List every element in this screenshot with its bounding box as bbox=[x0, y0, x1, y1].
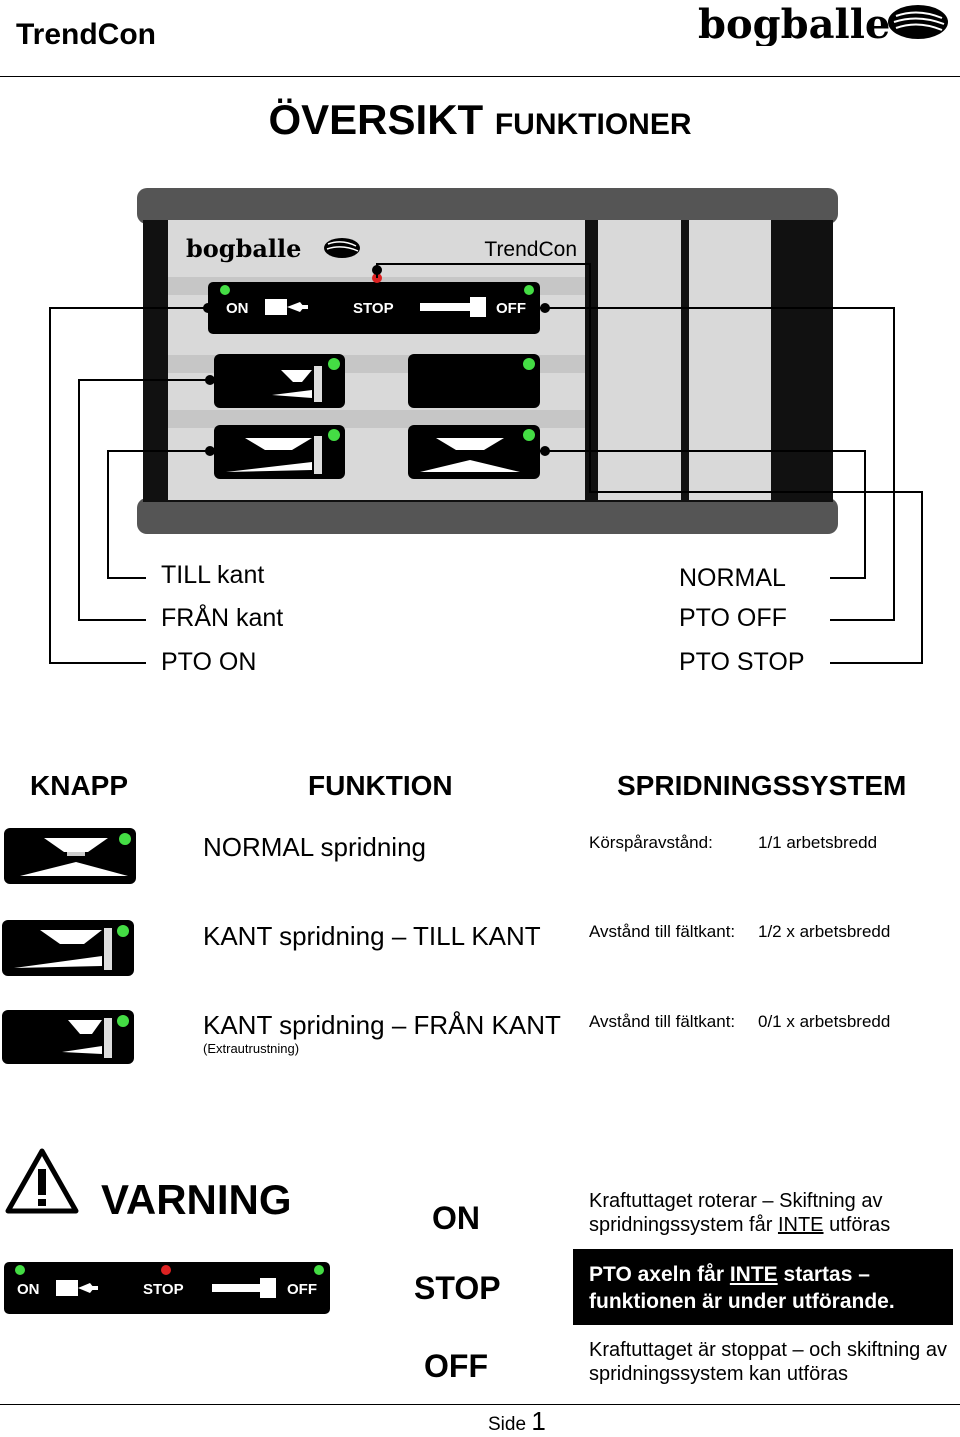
callout-till-kant: TILL kant bbox=[161, 561, 265, 589]
pto-stop-label: STOP bbox=[353, 300, 394, 317]
brand-logo-text: bogballe bbox=[698, 2, 890, 46]
footer-rule bbox=[0, 1404, 960, 1405]
row-button-normal bbox=[4, 828, 136, 884]
page-title-main: ÖVERSIKT bbox=[268, 96, 484, 143]
shaft-off-icon bbox=[420, 297, 486, 317]
state-on: ON bbox=[432, 1200, 480, 1236]
row-button-till-kant bbox=[2, 920, 134, 976]
panel-model: TrendCon bbox=[484, 238, 577, 261]
led-green-icon bbox=[220, 285, 230, 295]
row-system-label-normal: Körspåravstånd: bbox=[589, 833, 713, 852]
row-system-label-fran-kant: Avstånd till fältkant: bbox=[589, 1012, 736, 1031]
row-system-value-fran-kant: 0/1 x arbetsbredd bbox=[758, 1012, 891, 1031]
shaft-off-icon bbox=[212, 1278, 276, 1298]
panel-button-till-kant[interactable] bbox=[214, 425, 345, 479]
state-off: OFF bbox=[424, 1348, 488, 1384]
warning-pto-switch: ON STOP OFF bbox=[4, 1260, 332, 1316]
row-button-fran-kant bbox=[2, 1010, 134, 1064]
row-system-value-till-kant: 1/2 x arbetsbredd bbox=[758, 922, 891, 941]
col-header-knapp: KNAPP bbox=[30, 770, 129, 801]
panel-button-normal[interactable] bbox=[408, 425, 540, 479]
header-rule bbox=[0, 76, 960, 77]
brand-logo: bogballe bbox=[696, 2, 952, 46]
msg-on: Kraftuttaget roterar – Skiftning av spri… bbox=[589, 1190, 891, 1236]
warning-pto-stop-label: STOP bbox=[143, 1281, 184, 1298]
warning-title: VARNING bbox=[101, 1176, 292, 1223]
warning-pto-off-label: OFF bbox=[287, 1281, 317, 1298]
brand-swoosh-icon bbox=[888, 5, 948, 39]
callout-pto-off: PTO OFF bbox=[679, 604, 787, 632]
page-title: ÖVERSIKT FUNKTIONER bbox=[0, 96, 960, 144]
row-system-value-normal: 1/1 arbetsbredd bbox=[758, 833, 878, 852]
control-panel-diagram: bogballe TrendCon ON STOP OFF bbox=[0, 180, 960, 690]
panel-pto-switch[interactable]: ON STOP OFF bbox=[208, 273, 540, 334]
rotating-shaft-icon bbox=[56, 1280, 98, 1296]
rotating-shaft-icon bbox=[265, 299, 308, 315]
row-function-normal: NORMAL spridning bbox=[203, 832, 427, 862]
page-title-sub: FUNKTIONER bbox=[494, 108, 692, 141]
col-header-spridningssystem: SPRIDNINGSSYSTEM bbox=[617, 770, 907, 801]
row-system-label-till-kant: Avstånd till fältkant: bbox=[589, 922, 736, 941]
panel-button-fran-kant[interactable] bbox=[214, 354, 345, 408]
pto-off-label: OFF bbox=[496, 300, 526, 317]
panel-brand: bogballe bbox=[186, 234, 301, 263]
warning-icon bbox=[4, 1147, 80, 1215]
callout-fran-kant: FRÅN kant bbox=[161, 604, 284, 632]
panel-button-empty[interactable] bbox=[408, 354, 540, 408]
callout-pto-stop: PTO STOP bbox=[679, 648, 805, 676]
row-function-fran-kant: KANT spridning – FRÅN KANT bbox=[203, 1010, 561, 1040]
row-note-fran-kant: (Extrautrustning) bbox=[203, 1041, 300, 1056]
pto-on-label: ON bbox=[226, 300, 249, 317]
header-title: TrendCon bbox=[16, 18, 156, 51]
msg-off: Kraftuttaget är stoppat – och skiftning … bbox=[589, 1339, 947, 1385]
warning-pto-on-label: ON bbox=[17, 1281, 40, 1298]
led-green-icon bbox=[524, 285, 534, 295]
page-number: Side 1 bbox=[488, 1406, 546, 1436]
row-function-till-kant: KANT spridning – TILL KANT bbox=[203, 921, 541, 951]
callout-normal: NORMAL bbox=[679, 564, 786, 592]
msg-stop: PTO axeln får INTE startas – funktionen … bbox=[573, 1249, 953, 1325]
panel-swoosh-icon bbox=[324, 238, 360, 258]
callout-pto-on: PTO ON bbox=[161, 648, 257, 676]
state-stop: STOP bbox=[414, 1270, 501, 1306]
col-header-funktion: FUNKTION bbox=[308, 770, 453, 801]
